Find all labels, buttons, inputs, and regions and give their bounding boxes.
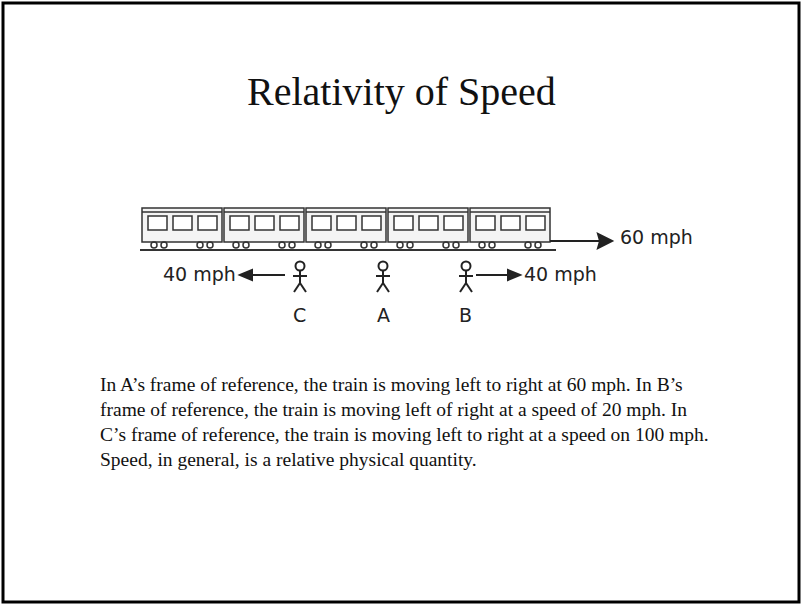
speed-label: 60 mph — [620, 226, 693, 248]
stick-figures — [293, 262, 473, 293]
slide-border — [3, 3, 799, 602]
slide-title: Relativity of Speed — [247, 68, 556, 115]
observer-letter: B — [459, 304, 472, 326]
body-paragraph: In A’s frame of reference, the train is … — [100, 372, 712, 472]
speed-label: 40 mph — [163, 263, 236, 285]
speed-label: 40 mph — [524, 263, 597, 285]
observer-letter: A — [377, 304, 390, 326]
train — [140, 208, 556, 250]
observer-letter: C — [293, 304, 306, 326]
